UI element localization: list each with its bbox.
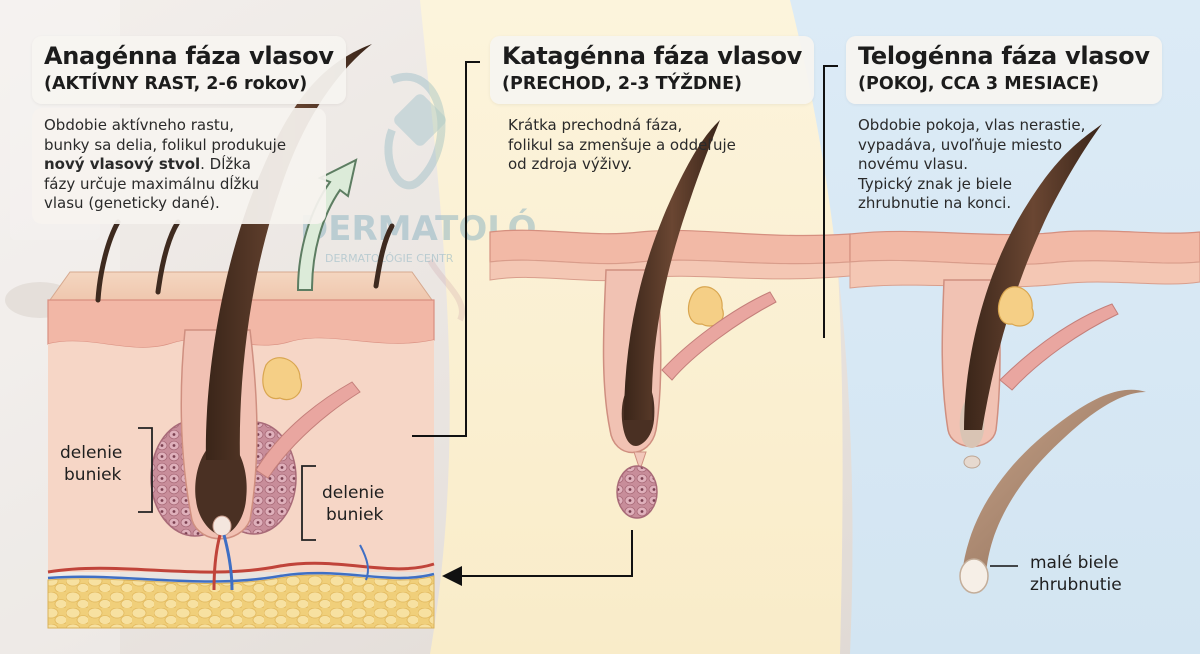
anagen-desc-line3-rest: . Dĺžka bbox=[200, 155, 251, 173]
catagen-title: Katagénna fáza vlasov bbox=[502, 42, 802, 70]
growth-arrow bbox=[296, 158, 358, 291]
anagen-desc-bold: nový vlasový stvol bbox=[44, 155, 201, 173]
anagen-desc-line5: vlasu (geneticky dané). bbox=[44, 194, 220, 212]
white-club-bulb bbox=[959, 558, 989, 594]
cell-division-right-line2: buniek bbox=[326, 505, 384, 525]
catagen-description: Krátka prechodná fáza, folikul sa zmenšu… bbox=[508, 116, 778, 175]
connector-anagen-to-catagen bbox=[412, 61, 480, 437]
catagen-sebaceous-gland bbox=[687, 286, 724, 327]
anagen-desc-line4: fázy určuje maximálnu dĺžku bbox=[44, 174, 260, 193]
telogen-hair-shaft bbox=[964, 124, 1102, 430]
sign-subtext: DERMATOLÓGIE CENTR bbox=[325, 252, 454, 265]
telogen-muscle bbox=[999, 303, 1119, 391]
telogen-sebaceous-gland bbox=[997, 286, 1034, 327]
anagen-title: Anagénna fáza vlasov bbox=[44, 42, 334, 70]
cell-division-label-left: delenie buniek bbox=[60, 442, 122, 486]
sebaceous-gland bbox=[262, 357, 302, 401]
club-end-label: malé biele zhrubnutie bbox=[1030, 552, 1122, 596]
small-hair-3 bbox=[373, 223, 395, 289]
anagen-desc-line2: bunky sa delia, folikul produkuje bbox=[44, 135, 287, 154]
small-hair-1 bbox=[95, 219, 121, 303]
small-hair-2 bbox=[155, 219, 181, 295]
catagen-subtitle: (PRECHOD, 2-3 TÝŽDNE) bbox=[502, 74, 743, 94]
telogen-subtitle: (POKOJ, CCA 3 MESIACE) bbox=[858, 74, 1100, 94]
catagen-hair-shaft bbox=[624, 120, 720, 420]
arrector-pili-muscle bbox=[255, 381, 361, 479]
club-end-line1: malé biele bbox=[1030, 553, 1119, 573]
telogen-desc-line3: novému vlasu. bbox=[858, 155, 969, 173]
small-vein bbox=[359, 544, 369, 581]
vein bbox=[222, 534, 234, 591]
connector-catagen-to-anagen bbox=[442, 530, 633, 586]
anagen-title-card: Anagénna fáza vlasov (AKTÍVNY RAST, 2-6 … bbox=[32, 36, 346, 104]
bracket-right bbox=[301, 465, 316, 541]
telogen-desc-line2: vypadáva, uvoľňuje miesto bbox=[858, 135, 1063, 154]
telogen-title-card: Telogénna fáza vlasov (POKOJ, CCA 3 MESI… bbox=[846, 36, 1162, 104]
cell-division-left-line1: delenie bbox=[60, 443, 123, 463]
telogen-papilla bbox=[963, 455, 981, 469]
telogen-description: Obdobie pokoja, vlas nerastie, vypadáva,… bbox=[858, 116, 1118, 214]
telogen-desc-line1: Obdobie pokoja, vlas nerastie, bbox=[858, 116, 1086, 134]
telogen-title: Telogénna fáza vlasov bbox=[858, 42, 1150, 70]
telogen-desc-line5: zhrubnutie na konci. bbox=[858, 194, 1012, 212]
anagen-desc-line1: Obdobie aktívneho rastu, bbox=[44, 116, 235, 134]
catagen-desc-line1: Krátka prechodná fáza, bbox=[508, 116, 683, 134]
cell-division-left-line2: buniek bbox=[64, 465, 122, 485]
catagen-papilla bbox=[616, 465, 658, 519]
catagen-strand bbox=[633, 451, 647, 472]
cell-division-right-line1: delenie bbox=[322, 483, 385, 503]
artery bbox=[212, 534, 222, 591]
anagen-desc-line3: nový vlasový stvol. Dĺžka bbox=[44, 155, 314, 175]
catagen-muscle bbox=[661, 291, 777, 381]
cell-division-label-right: delenie buniek bbox=[322, 482, 384, 526]
club-end-line2: zhrubnutie bbox=[1030, 575, 1122, 595]
catagen-title-card: Katagénna fáza vlasov (PRECHOD, 2-3 TÝŽD… bbox=[490, 36, 814, 104]
shed-hair bbox=[962, 389, 1146, 574]
bracket-left bbox=[138, 427, 153, 513]
connector-catagen-to-telogen bbox=[823, 65, 838, 338]
catagen-desc-line2: folikul sa zmenšuje a oddeľuje bbox=[508, 135, 736, 154]
anagen-description: Obdobie aktívneho rastu, bunky sa delia,… bbox=[32, 108, 326, 224]
anagen-hair-bulb bbox=[195, 440, 247, 535]
catagen-desc-line3: od zdroja výživy. bbox=[508, 155, 633, 173]
telogen-desc-line4: Typický znak je biele bbox=[858, 174, 1012, 193]
dermal-papilla bbox=[212, 515, 232, 537]
anagen-subtitle: (AKTÍVNY RAST, 2-6 rokov) bbox=[44, 74, 308, 94]
